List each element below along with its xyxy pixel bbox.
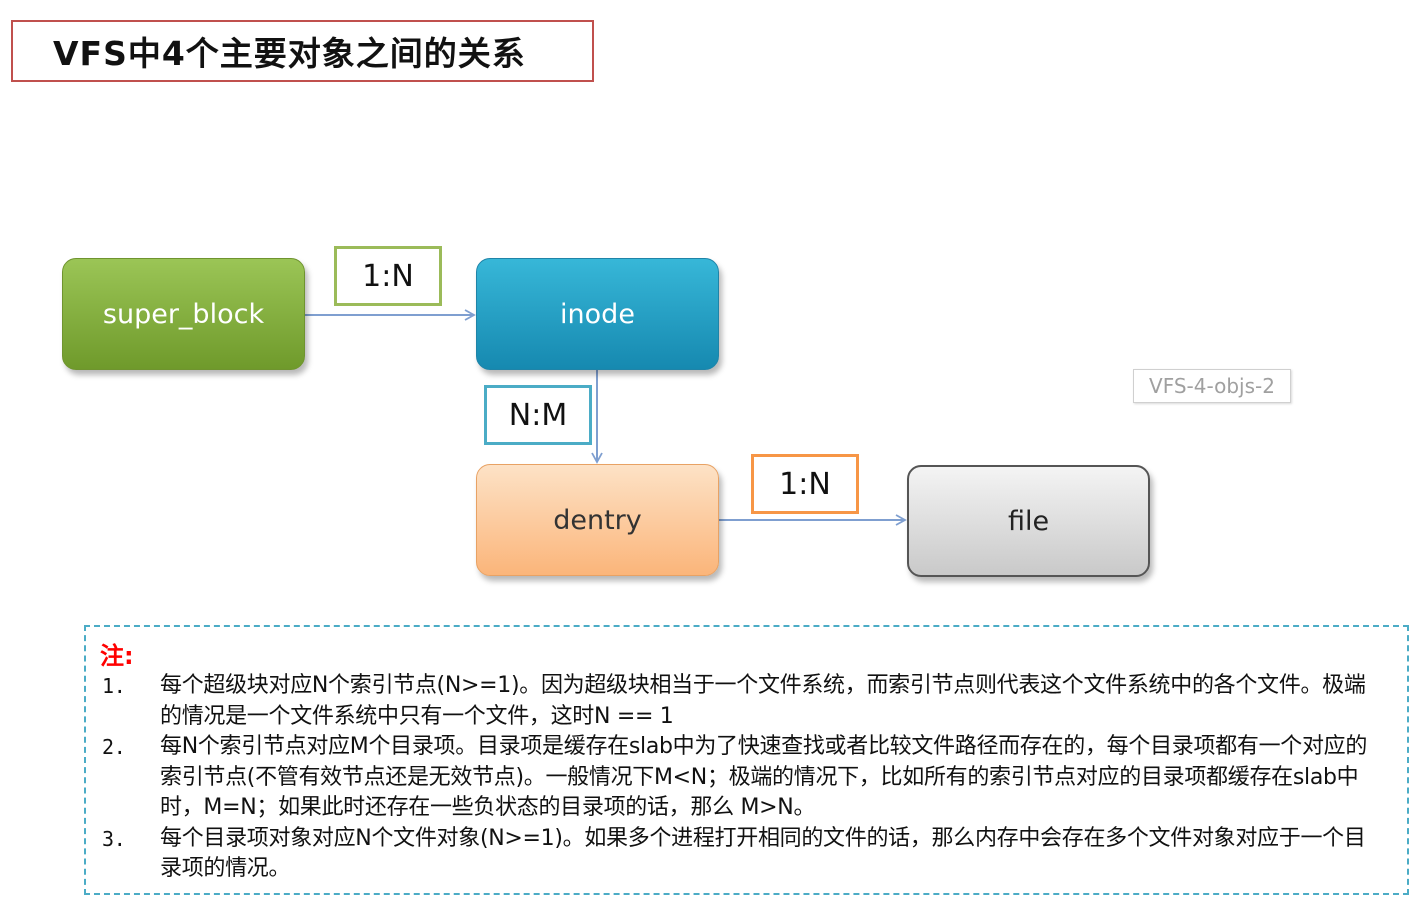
- note-text: 每个超级块对应N个索引节点(N>=1)。因为超级块相当于一个文件系统，而索引节点…: [160, 673, 1366, 729]
- node-dentry: dentry: [476, 464, 719, 576]
- page-title: VFS中4个主要对象之间的关系: [11, 20, 594, 82]
- note-item: 1. 每个超级块对应N个索引节点(N>=1)。因为超级块相当于一个文件系统，而索…: [100, 671, 1387, 732]
- note-list: 1. 每个超级块对应N个索引节点(N>=1)。因为超级块相当于一个文件系统，而索…: [100, 671, 1387, 885]
- note-item: 2. 每N个索引节点对应M个目录项。目录项是缓存在slab中为了快速查找或者比较…: [100, 732, 1387, 824]
- note-number: 1.: [102, 674, 126, 698]
- note-text: 每个目录项对象对应N个文件对象(N>=1)。如果多个进程打开相同的文件的话，那么…: [160, 825, 1366, 882]
- note-item: 3. 每个目录项对象对应N个文件对象(N>=1)。如果多个进程打开相同的文件的话…: [100, 824, 1387, 885]
- node-file: file: [907, 465, 1150, 577]
- relation-label-dentry-file: 1:N: [751, 454, 859, 514]
- note-box: 注: 1. 每个超级块对应N个索引节点(N>=1)。因为超级块相当于一个文件系统…: [84, 625, 1409, 895]
- relation-label-inode-dentry: N:M: [484, 385, 592, 445]
- node-inode: inode: [476, 258, 719, 370]
- relation-label-superblock-inode: 1:N: [334, 246, 442, 306]
- node-super-block: super_block: [62, 258, 305, 370]
- note-text: 每N个索引节点对应M个目录项。目录项是缓存在slab中为了快速查找或者比较文件路…: [160, 734, 1368, 820]
- note-heading: 注:: [100, 642, 134, 670]
- watermark-label: VFS-4-objs-2: [1133, 369, 1291, 403]
- note-number: 2.: [102, 735, 126, 759]
- note-number: 3.: [102, 826, 126, 851]
